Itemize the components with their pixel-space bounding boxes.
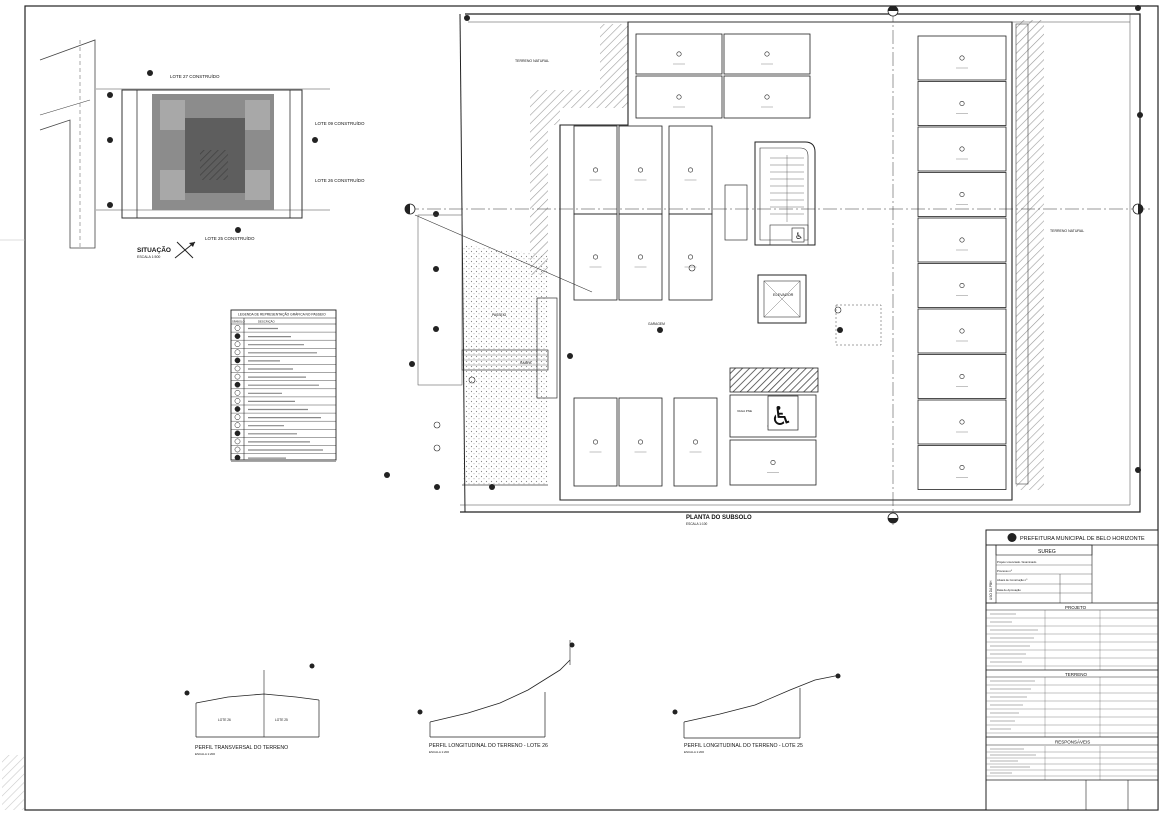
legend-symbol-icon (234, 438, 241, 445)
parking-slot (917, 172, 1007, 217)
titleblock-field-4: Data de Aprovação (997, 588, 1021, 592)
parking-slot (573, 397, 618, 487)
profile-2-title: PERFIL LONGITUDINAL DO TERRENO - LOTE 26 (429, 743, 548, 749)
pbh-emblem-icon (1007, 533, 1017, 542)
titleblock-section-terreno: TERRENO (1065, 672, 1088, 677)
profile-3-scale: ESCALA 1:200 (684, 750, 704, 754)
parking-slot (723, 33, 811, 75)
profile-1-title: PERFIL TRANSVERSAL DO TERRENO (195, 745, 288, 751)
site-boundary (460, 13, 1141, 513)
profile-1-scale: ESCALA 1:200 (195, 752, 215, 756)
sheet-border (24, 5, 1159, 811)
parking-slot (917, 445, 1007, 490)
stair-core: ELEVADOR ♿ (724, 141, 816, 324)
pne-slot-marker (767, 395, 799, 431)
sidewalk-label: PASSEIO (492, 313, 507, 317)
parking-slot (917, 217, 1007, 263)
parking-slot (917, 263, 1007, 308)
legend-symbol-icon (234, 446, 241, 453)
legend-symbol-icon (234, 373, 241, 380)
legend-symbol-icon (234, 365, 241, 372)
basement-plan: ELEVADOR ♿ ♿ VAGA PNE RAMPA PASSEIO GARA… (384, 5, 1150, 526)
wheelchair-icon: ♿ (770, 401, 793, 431)
profile-1-lot-26: LOTE 26 (218, 718, 231, 722)
titleblock-section-projeto: PROJETO (1065, 605, 1087, 610)
ramp-label: RAMPA (520, 361, 532, 365)
titleblock-sureg: SUREG (1038, 549, 1056, 555)
legend-table: LEGENDA DE REPRESENTAÇÃO GRÁFICA NO PASS… (230, 309, 337, 462)
legend-col-symbol: SÍMBOLO (232, 320, 246, 324)
parking-slot (917, 35, 1007, 81)
legend-symbol-icon (234, 422, 241, 429)
legend-title: LEGENDA DE REPRESENTAÇÃO GRÁFICA NO PASS… (238, 312, 326, 317)
structural-beam (729, 367, 819, 393)
legend-col-desc: DESCRIÇÃO (258, 319, 275, 324)
legend-symbol-icon (234, 325, 241, 331)
terrain-label-top: TERRENO NATURAL (515, 59, 549, 63)
situation-scale: ESCALA 1:500 (137, 255, 160, 259)
titleblock-uso: USO DA PBH (989, 580, 993, 600)
parking-slot (917, 81, 1007, 126)
parking-slot (673, 397, 718, 487)
parking-slot (635, 33, 723, 75)
parking-slot (668, 213, 713, 301)
titleblock-field-3: Alvará de Construção nº (997, 578, 1027, 582)
titleblock-section-responsaveis: RESPONSÁVEIS (1055, 739, 1090, 745)
profile-3-title: PERFIL LONGITUDINAL DO TERRENO - LOTE 25 (684, 743, 803, 749)
legend-symbol-icon (234, 357, 241, 364)
legend-symbol-icon (234, 349, 241, 356)
legend-symbol-icon (234, 398, 241, 404)
legend-symbol-icon (234, 454, 241, 461)
parking-slot (573, 213, 618, 301)
situation-lot-27: LOTE 27 CONSTRUÍDO (170, 73, 220, 79)
parking-slot (573, 125, 618, 215)
profile-1-lot-25: LOTE 25 (275, 718, 288, 722)
parking-slot (917, 354, 1007, 399)
terrain-hatch-right (1016, 20, 1044, 490)
parking-slot (917, 126, 1007, 172)
legend-symbol-icon (234, 333, 241, 339)
parking-slot (729, 439, 817, 486)
plan-scale: ESCALA 1:100 (686, 522, 707, 526)
garage-label: GARAGEM (648, 322, 665, 326)
parking-slot (635, 75, 723, 119)
terrain-label-right: TERRENO NATURAL (1050, 229, 1084, 233)
titleblock-field-2: Processo nº (997, 569, 1012, 573)
situation-title: SITUAÇÃO (137, 245, 171, 254)
legend-symbol-icon (234, 381, 241, 388)
plan-title: PLANTA DO SUBSOLO (686, 515, 752, 521)
legend-symbol-icon (234, 430, 241, 437)
accessibility-icon: ♿ (795, 231, 803, 241)
titleblock-field-1: Projeto Licenciado / Examinado (997, 560, 1037, 564)
parking-slot (668, 125, 713, 215)
legend-symbol-icon (234, 341, 241, 348)
situation-plan: LOTE 27 CONSTRUÍDO LOTE 09 CONSTRUÍDO LO… (39, 39, 365, 259)
title-block: PREFEITURA MUNICIPAL DE BELO HORIZONTE U… (985, 529, 1159, 811)
pne-label: VAGA PNE (737, 409, 752, 413)
parking-slot (618, 125, 663, 215)
titleblock-header: PREFEITURA MUNICIPAL DE BELO HORIZONTE (1020, 536, 1145, 542)
elevator-label: ELEVADOR (773, 293, 794, 297)
north-arrow-icon (174, 241, 196, 259)
legend-symbol-icon (234, 389, 241, 396)
parking-slot (723, 75, 811, 119)
parking-slot (618, 213, 663, 301)
situation-lot-26: LOTE 26 CONSTRUÍDO (315, 177, 365, 183)
parking-slot (618, 397, 663, 487)
situation-lot-09: LOTE 09 CONSTRUÍDO (315, 120, 365, 126)
profile-2-scale: ESCALA 1:200 (429, 750, 449, 754)
parking-slot (917, 399, 1007, 445)
parking-slot (917, 308, 1007, 354)
terrain-hatch-left (530, 24, 628, 275)
legend-symbol-icon (234, 414, 241, 420)
situation-lot-25: LOTE 25 CONSTRUÍDO (205, 235, 255, 241)
terrain-profiles: LOTE 26 LOTE 25 PERFIL TRANSVERSAL DO TE… (184, 640, 841, 756)
legend-symbol-icon (234, 406, 241, 412)
